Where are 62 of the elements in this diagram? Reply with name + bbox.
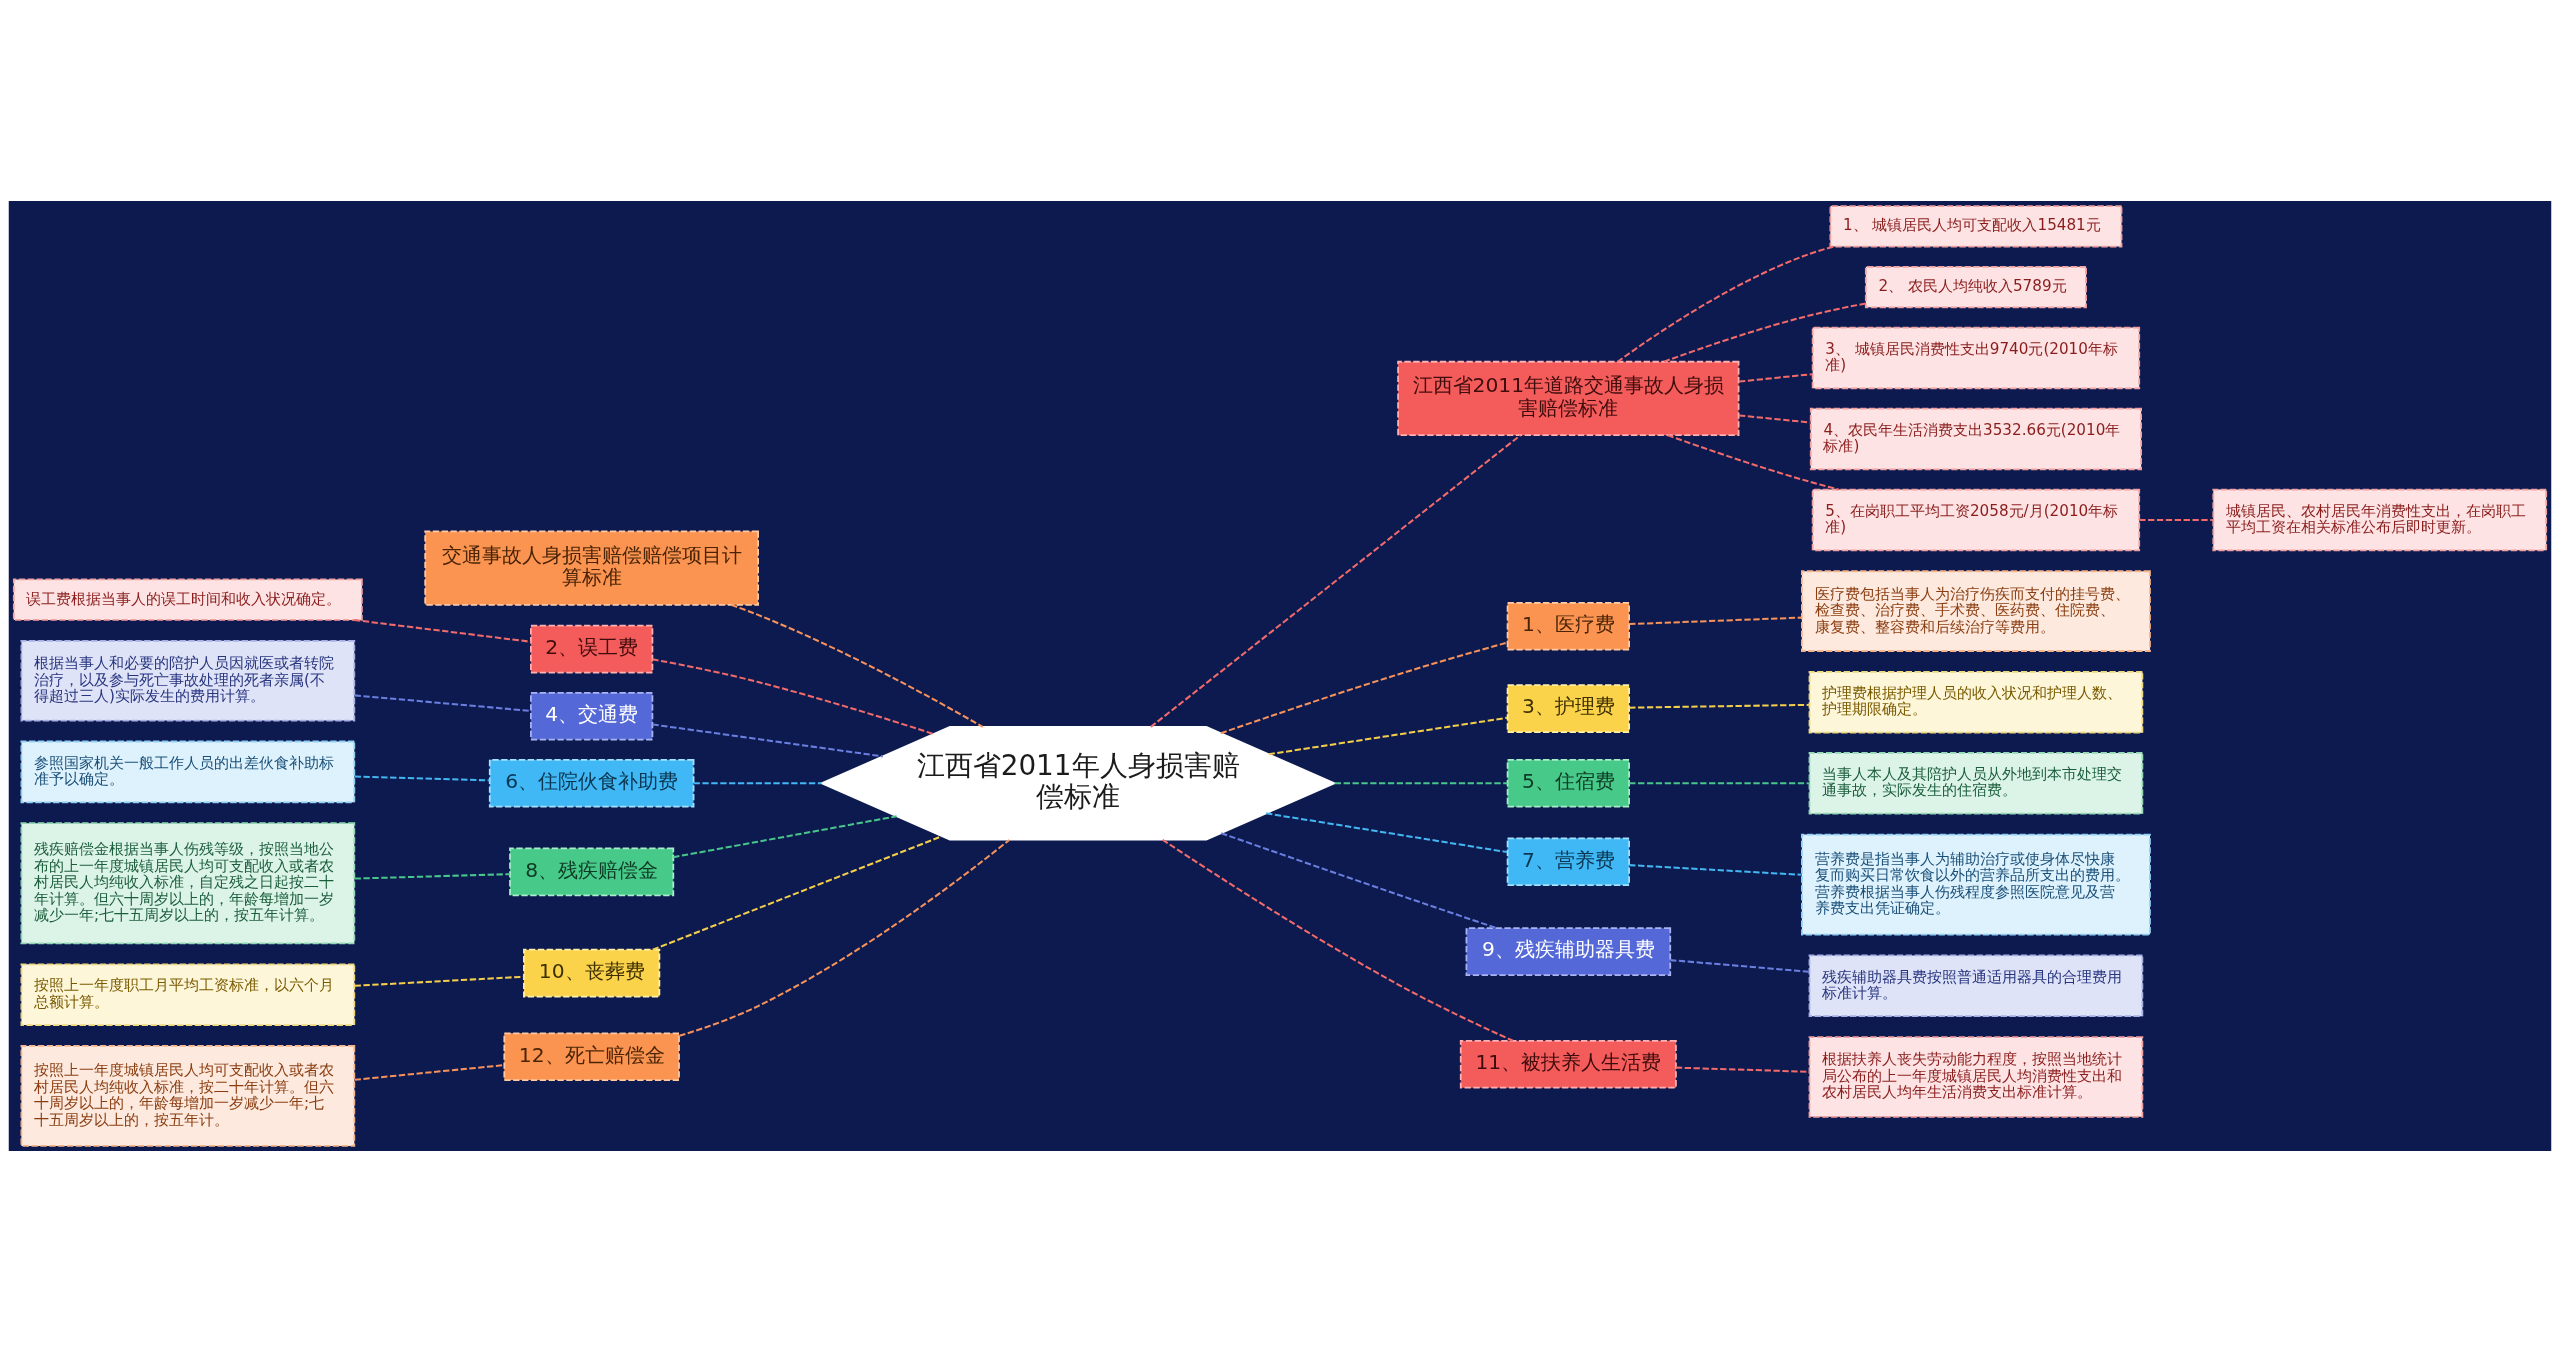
- node-box: 9、残疾辅助器具费: [1465, 926, 1672, 976]
- node-box: 7、营养费: [1506, 836, 1630, 886]
- node-box: 护理费根据护理人员的收入状况和护理人数、护理期限确定。: [1808, 670, 2144, 734]
- node-box: 5、住宿费: [1506, 758, 1630, 808]
- connector: [354, 775, 490, 781]
- node-box: 误工费根据当事人的误工时间和收入状况确定。: [12, 578, 363, 621]
- node-box: 4、交通费: [530, 691, 654, 740]
- connector: [679, 838, 1010, 1037]
- node-box: 当事人本人及其陪护人员从外地到本市处理交通事故，实际发生的住宿费。: [1808, 751, 2144, 815]
- node-box: 1、医疗费: [1506, 601, 1630, 651]
- node-box: 10、丧葬费: [523, 948, 661, 997]
- connector: [1670, 958, 1810, 973]
- connector: [1266, 811, 1508, 853]
- connector: [354, 975, 524, 987]
- node-box: 医疗费包括当事人为治疗伤疾而支付的挂号费、检查费、治疗费、手术费、医药费、住院费、康复费、整容费和后续治疗等费用。: [1801, 569, 2151, 652]
- node-box: 3、 城镇居民消费性支出9740元(2010年标准): [1811, 326, 2141, 389]
- connector: [1629, 781, 1810, 784]
- node-box: 交通事故人身损害赔偿赔偿项目计算标准: [424, 530, 759, 606]
- connector: [354, 693, 531, 712]
- connector: [693, 781, 822, 784]
- node-box: 根据当事人和必要的陪护人员因就医或者转院治疗，以及参与死亡事故处理的死者亲属(不得超过三人)实际发生的费用计算。: [20, 639, 356, 721]
- node-box: 3、护理费: [1506, 683, 1630, 733]
- connector: [353, 618, 531, 643]
- connector: [673, 814, 897, 858]
- node-box: 按照上一年度城镇居民人均可支配收入或者农村居民人均纯收入标准，按二十年计算。但六十周岁以上的，年龄每增加一岁减少一年;七十五周岁以上的，按五年计。: [20, 1044, 356, 1147]
- node-box: 江西省2011年道路交通事故人身损害赔偿标准: [1397, 360, 1740, 436]
- connector: [1663, 301, 1866, 363]
- connector: [1629, 703, 1810, 709]
- node-box: 残疾赔偿金根据当事人伤残等级，按照当地公布的上一年度城镇居民人均可支配收入或者农村居民人均纯收入标准，自定残之日起按二十年计算。但六十周岁以上的，年龄每增加一岁减少一年;七十五周岁以上的，按五年计算。: [20, 821, 356, 944]
- node-box: 11、被扶养人生活费: [1459, 1039, 1677, 1089]
- node-box: 6、住院伙食补助费: [488, 758, 695, 808]
- node-box: 12、死亡赔偿金: [503, 1031, 680, 1081]
- node-box: 5、在岗职工平均工资2058元/月(2010年标准): [1811, 488, 2141, 551]
- connector: [1220, 831, 1498, 929]
- node-box: 2、 农民人均纯收入5789元: [1864, 265, 2087, 308]
- connector: [1629, 863, 1802, 876]
- node-box: 根据扶养人丧失劳动能力程度，按照当地统计局公布的上一年度城镇居民人均消费性支出和农村居民人均年生活消费支出标准计算。: [1808, 1035, 2144, 1118]
- connector: [354, 1063, 505, 1081]
- node-box: 残疾辅助器具费按照普通适用器具的合理费用标准计算。: [1808, 954, 2144, 1017]
- connector: [1738, 372, 1813, 383]
- connector: [1162, 838, 1514, 1042]
- connector: [652, 722, 883, 757]
- connector: [652, 834, 943, 951]
- connector: [1150, 434, 1522, 728]
- node-box: 8、残疾赔偿金: [509, 847, 675, 896]
- connector: [730, 603, 984, 728]
- node-box: 城镇居民、农村居民年消费性支出，在岗职工平均工资在相关标准公布后即时更新。: [2212, 488, 2548, 551]
- node-box: 1、 城镇居民人均可支配收入15481元: [1829, 204, 2123, 247]
- connector: [1268, 716, 1508, 755]
- connector: [1616, 245, 1834, 363]
- connector: [1220, 641, 1508, 734]
- node-box: 4、农民年生活消费支出3532.66元(2010年标准): [1809, 407, 2142, 470]
- connector: [354, 872, 510, 880]
- connector: [2139, 518, 2214, 521]
- node-box: 按照上一年度职工月平均工资标准，以六个月总额计算。: [20, 962, 356, 1026]
- connector: [1667, 433, 1840, 491]
- node-box: 营养费是指当事人为辅助治疗或使身体尽快康复而购买日常饮食以外的营养品所支出的费用。营养费根据当事人伤残程度参照医院意见及营养费支出凭证确定。: [1801, 833, 2151, 935]
- connector: [1334, 781, 1508, 784]
- node-box: 参照国家机关一般工作人员的出差伙食补助标准予以确定。: [20, 740, 356, 803]
- connector: [652, 657, 934, 735]
- node-box: 2、误工费: [530, 624, 654, 673]
- connector: [1629, 616, 1802, 625]
